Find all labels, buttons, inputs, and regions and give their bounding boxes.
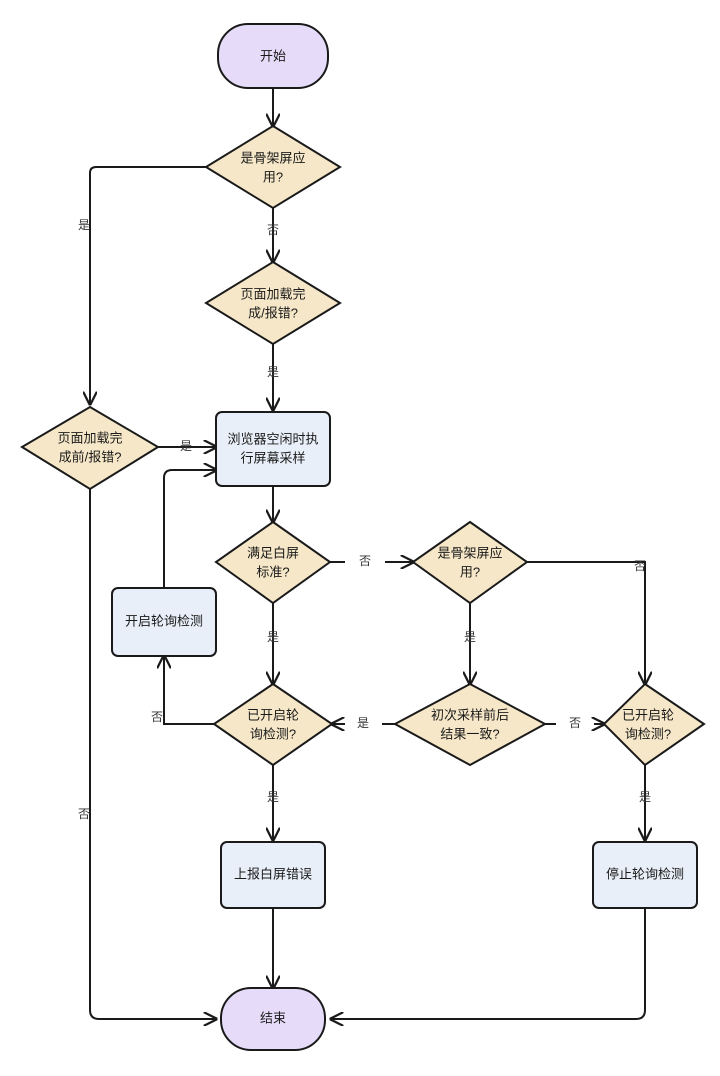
node-end[interactable]: 结束	[220, 987, 326, 1051]
edge-label-polling-left-yes: 是	[267, 790, 279, 804]
node-polling-on-right[interactable]: 已开启轮 询检测?	[602, 682, 706, 767]
node-start[interactable]: 开始	[217, 23, 329, 89]
node-start-shape[interactable]	[217, 23, 329, 89]
edge-is-skeleton-1-yes-to-page-before-load	[90, 166, 207, 404]
edge-label-polling-left-no: 否	[151, 710, 163, 724]
node-is-skeleton-1[interactable]: 是骨架屏应 用?	[204, 124, 342, 210]
edge-label-skeleton1-no: 否	[267, 223, 279, 237]
node-report-blank-shape[interactable]	[220, 841, 326, 909]
node-report-blank[interactable]: 上报白屏错误	[220, 841, 326, 909]
node-is-skeleton-1-shape[interactable]	[204, 124, 342, 210]
node-layer: 开始 是骨架屏应 用? 页面加载完 成/报错? 页面加载完 成前/报错?	[20, 23, 706, 1051]
node-start-polling-shape[interactable]	[111, 587, 217, 657]
node-page-before-load[interactable]: 页面加载完 成前/报错?	[20, 405, 160, 491]
edge-layer: 是 否 是 是 否 是 否 是	[78, 88, 651, 1019]
node-end-shape[interactable]	[220, 987, 326, 1051]
edge-label-skeleton1-yes: 是	[78, 218, 90, 232]
node-idle-sample-shape[interactable]	[215, 411, 331, 487]
edge-start-polling-to-idle-sample	[163, 470, 216, 588]
node-stop-polling-shape[interactable]	[592, 841, 698, 909]
edge-label-skeleton2-no: 否	[634, 559, 646, 573]
edge-label-page-loaded-yes: 是	[267, 365, 279, 379]
node-polling-on-left[interactable]: 已开启轮 询检测?	[212, 682, 334, 767]
node-first-sample-equal[interactable]: 初次采样前后 结果一致?	[392, 682, 548, 767]
edge-label-page-before-load-no: 否	[78, 807, 90, 821]
edge-stop-polling-to-end	[331, 908, 646, 1019]
edge-label-meets-blank-yes: 是	[267, 630, 279, 644]
node-polling-on-right-shape[interactable]	[602, 682, 706, 767]
edge-label-polling-right-yes: 是	[639, 790, 651, 804]
node-polling-on-left-shape[interactable]	[212, 682, 334, 767]
edge-label-skeleton2-yes: 是	[464, 630, 476, 644]
node-first-sample-equal-shape[interactable]	[392, 682, 548, 767]
node-start-polling[interactable]: 开启轮询检测	[111, 587, 217, 657]
node-meets-blank-shape[interactable]	[214, 520, 332, 605]
node-page-loaded-shape[interactable]	[204, 260, 342, 346]
edge-page-before-load-no-to-end	[89, 489, 216, 1019]
node-page-loaded[interactable]: 页面加载完 成/报错?	[204, 260, 342, 346]
edge-label-first-sample-yes: 是	[357, 716, 369, 730]
edge-label-meets-blank-no: 否	[359, 554, 371, 568]
node-meets-blank[interactable]: 满足白屏 标准?	[214, 520, 332, 605]
node-idle-sample[interactable]: 浏览器空闲时执 行屏幕采样	[215, 411, 331, 487]
edge-label-page-before-load-yes: 是	[180, 439, 192, 453]
node-page-before-load-shape[interactable]	[20, 405, 160, 491]
edge-polling-left-no-to-start-polling	[164, 656, 214, 725]
node-is-skeleton-2[interactable]: 是骨架屏应 用?	[411, 520, 529, 605]
node-stop-polling[interactable]: 停止轮询检测	[592, 841, 698, 909]
edge-is-skeleton-2-no-to-polling-right	[527, 561, 645, 684]
node-is-skeleton-2-shape[interactable]	[411, 520, 529, 605]
edge-label-first-sample-no: 否	[569, 716, 581, 730]
